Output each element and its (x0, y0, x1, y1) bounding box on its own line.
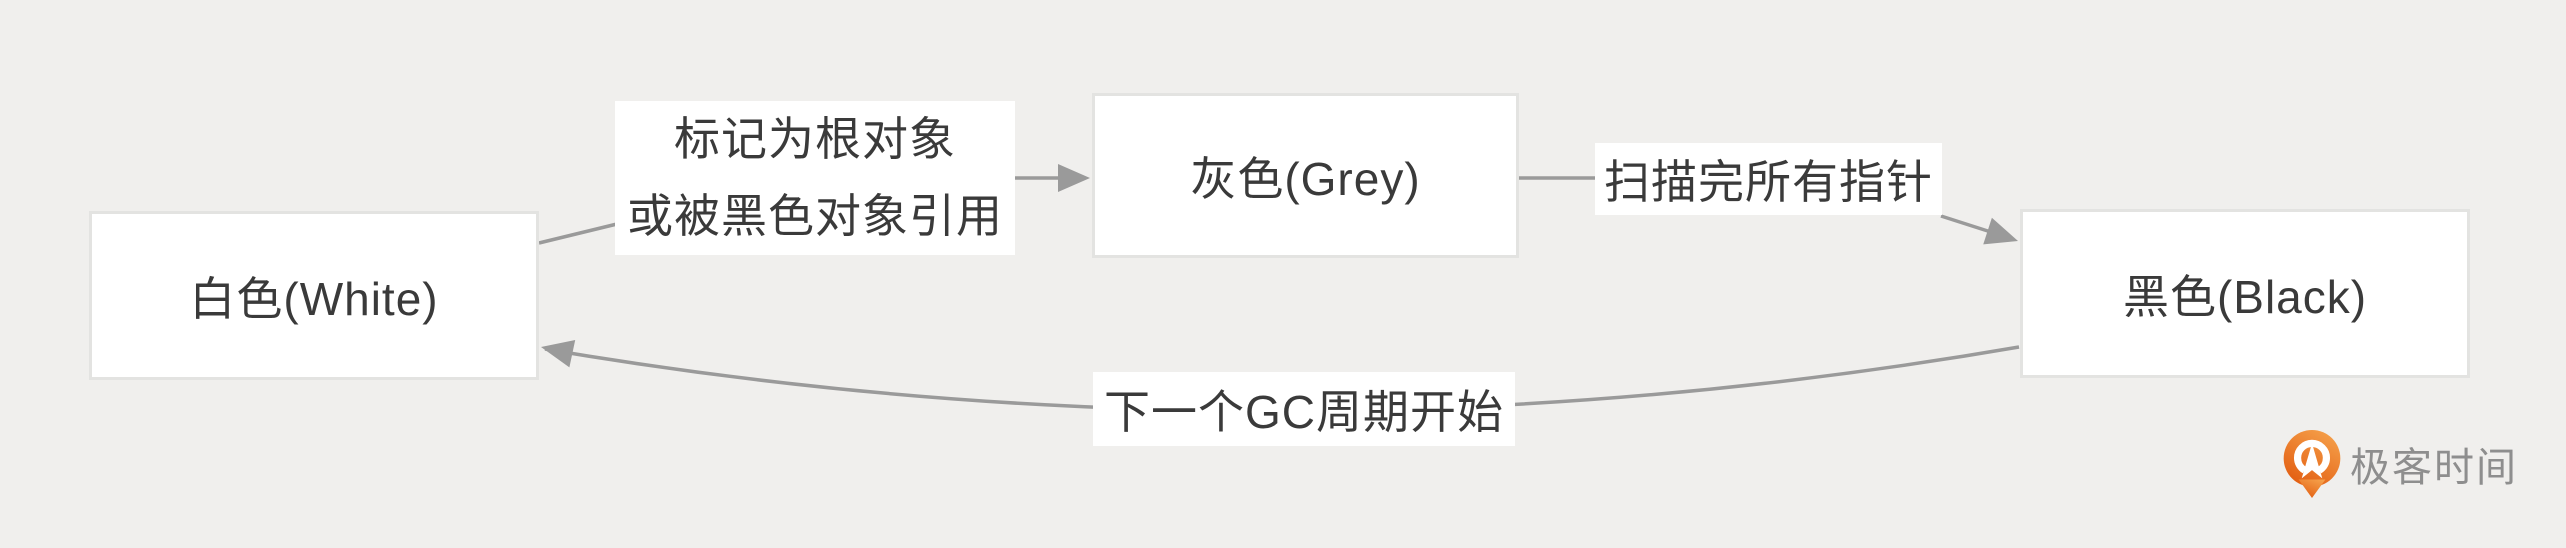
geektime-logo: 极客时间 (2282, 430, 2518, 498)
edge-label-grey-to-black: 扫描完所有指针 (1595, 143, 1942, 215)
geektime-logo-text: 极客时间 (2350, 446, 2518, 490)
node-black-label: 黑色(Black) (2122, 270, 2368, 323)
edge-label-black-to-white-text: 下一个GC周期开始 (1104, 386, 1504, 438)
edge-white-to-label-line (538, 222, 618, 245)
edge-label-black-to-white: 下一个GC周期开始 (1093, 372, 1515, 446)
arrowhead-into-white (541, 339, 576, 368)
edge-label-white-to-grey-line1: 标记为根对象 (674, 113, 956, 165)
geektime-pin-icon (2283, 430, 2341, 498)
edge-label-grey-to-black-text: 扫描完所有指针 (1604, 156, 1933, 208)
node-white-label: 白色(White) (189, 272, 439, 325)
arrowhead-into-black (1983, 217, 2018, 245)
node-white-state: 白色(White) (89, 211, 539, 380)
node-grey-state: 灰色(Grey) (1092, 93, 1519, 258)
edge-label-to-black-line (1940, 214, 1995, 235)
node-grey-label: 灰色(Grey) (1190, 152, 1421, 205)
edge-label-white-to-grey-line2: 或被黑色对象引用 (627, 190, 1003, 242)
node-black-state: 黑色(Black) (2020, 209, 2470, 378)
edge-label-white-to-grey: 标记为根对象 或被黑色对象引用 (615, 101, 1015, 255)
arrowhead-into-grey (1058, 164, 1090, 192)
